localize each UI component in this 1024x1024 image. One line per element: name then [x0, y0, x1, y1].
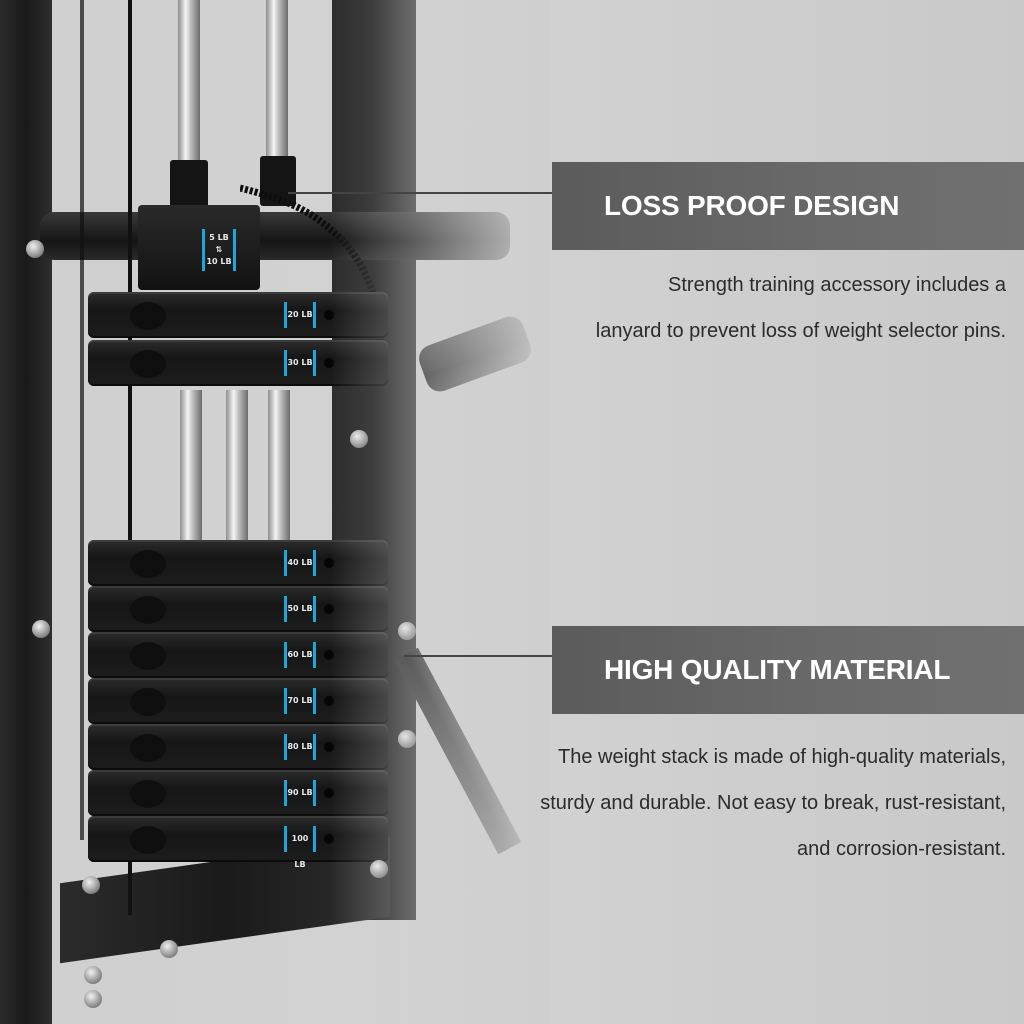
pin-hole [324, 650, 334, 660]
plate-label: 100 LB [284, 826, 316, 869]
plate-label: 60 LB [284, 642, 316, 668]
plate-label: 90 LB [284, 780, 316, 806]
selector-top-block: 5 LB ⇅ 10 LB [138, 205, 260, 290]
feature-title: HIGH QUALITY MATERIAL [604, 654, 951, 685]
selector-top-label: 5 LB [209, 233, 229, 242]
guide-rod-right [266, 0, 288, 170]
bolt-icon [370, 860, 388, 878]
bolt-icon [84, 966, 102, 984]
weight-plate: 40 LB [88, 540, 388, 586]
plate-label: 30 LB [284, 350, 316, 376]
pin-hole [324, 310, 334, 320]
pin-hole [324, 788, 334, 798]
feature-banner-material: HIGH QUALITY MATERIAL [552, 626, 1024, 714]
description-line: and corrosion-resistant. [797, 838, 1006, 860]
bolt-icon [82, 876, 100, 894]
plate-label: 50 LB [284, 596, 316, 622]
selector-rod [226, 390, 248, 540]
feature-description-material: The weight stack is made of high-quality… [540, 734, 1006, 872]
guide-rod-left [178, 0, 200, 170]
feature-banner-loss-proof: LOSS PROOF DESIGN [552, 162, 1024, 250]
selector-bottom-label: 10 LB [206, 257, 232, 266]
weight-plate: 90 LB [88, 770, 388, 816]
cable-front [128, 0, 132, 915]
pin-hole [324, 834, 334, 844]
weight-plate: 30 LB [88, 340, 388, 386]
weight-plate: 20 LB [88, 292, 388, 338]
plate-label: 80 LB [284, 734, 316, 760]
bolt-icon [398, 730, 416, 748]
frame-post-left [0, 0, 52, 1024]
bolt-icon [398, 622, 416, 640]
feature-title: LOSS PROOF DESIGN [604, 190, 900, 221]
pin-hole [324, 742, 334, 752]
feature-description-loss-proof: Strength training accessory includes a l… [596, 262, 1006, 354]
weight-plate: 80 LB [88, 724, 388, 770]
description-line: The weight stack is made of high-quality… [558, 746, 1006, 768]
weight-stack-photo: 5 LB ⇅ 10 LB 20 LB 30 LB 40 LB 50 LB 60 … [0, 0, 535, 1024]
bolt-icon [160, 940, 178, 958]
description-line: sturdy and durable. Not easy to break, r… [540, 792, 1006, 814]
description-line: lanyard to prevent loss of weight select… [595, 320, 1006, 342]
bolt-icon [26, 240, 44, 258]
pin-hole [324, 558, 334, 568]
weight-plate: 100 LB [88, 816, 388, 869]
description-line: Strength training accessory includes a [668, 274, 1006, 296]
plate-label: 20 LB [284, 302, 316, 328]
pin-hole [324, 358, 334, 368]
guide-rod-right-lower [268, 390, 290, 540]
cable-rear [80, 0, 84, 840]
bolt-icon [32, 620, 50, 638]
weight-plate: 70 LB [88, 678, 388, 724]
callout-line-1 [288, 192, 552, 194]
pin-hole [324, 696, 334, 706]
swap-arrows-icon: ⇅ [215, 245, 223, 254]
plate-label: 40 LB [284, 550, 316, 576]
bolt-icon [350, 430, 368, 448]
weight-plate: 50 LB [88, 586, 388, 632]
guide-rod-left-lower [180, 390, 202, 540]
plate-label: 70 LB [284, 688, 316, 714]
bolt-icon [84, 990, 102, 1008]
callout-line-2 [404, 655, 552, 657]
weight-plate: 60 LB [88, 632, 388, 678]
pin-hole [324, 604, 334, 614]
rod-collar-left [170, 160, 208, 208]
selector-weight-label: 5 LB ⇅ 10 LB [202, 229, 236, 271]
rear-bar [415, 312, 535, 396]
